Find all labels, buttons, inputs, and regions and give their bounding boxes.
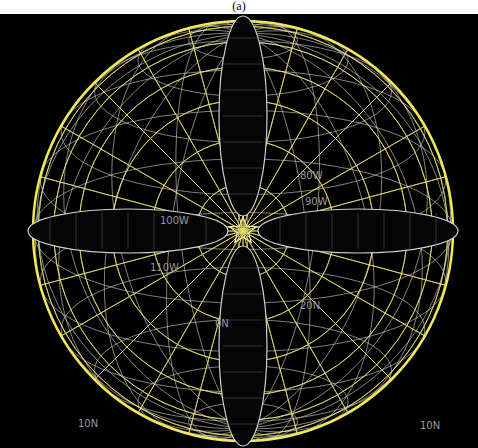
pattern-lobe [219, 16, 267, 216]
lobe-grid [76, 213, 77, 249]
pattern-lobe [258, 209, 458, 253]
lobe-grid [223, 64, 263, 65]
lobe-grid [206, 213, 207, 249]
lobe-grid [223, 168, 263, 169]
lobe-grid [154, 213, 155, 249]
longitude-label: 80W [300, 170, 323, 181]
latitude-label: 20N [300, 300, 320, 311]
figure-caption: (a) [232, 0, 245, 13]
lobe-grid [332, 213, 333, 249]
lobe-grid [436, 213, 437, 249]
lobe-grid [280, 213, 281, 249]
lobe-grid [223, 294, 263, 295]
lobe-grid [223, 372, 263, 373]
lobe-grid [223, 268, 263, 269]
lobe-grid [223, 194, 263, 195]
latitude-label: 10N [420, 420, 440, 431]
lobe-grid [358, 213, 359, 249]
pattern-lobe [219, 246, 267, 446]
longitude-label: 110W [150, 262, 179, 273]
lobe-grid [306, 213, 307, 249]
lobe-grid [223, 38, 263, 39]
lobe-grid [384, 213, 385, 249]
lobe-grid [223, 424, 263, 425]
lobe-grid [50, 213, 51, 249]
lobe-grid [223, 90, 263, 91]
lobe-grid [410, 213, 411, 249]
lobe-grid [223, 346, 263, 347]
lobe-grid [223, 398, 263, 399]
lobe-grid [223, 142, 263, 143]
lobe-grid [128, 213, 129, 249]
latitude-label: 10N [78, 418, 98, 429]
lobe-grid [223, 116, 263, 117]
latitude-label: 0N [215, 318, 229, 329]
pole-star [230, 217, 257, 242]
lobe-grid [102, 213, 103, 249]
longitude-label: 90W [305, 196, 328, 207]
pattern-lobe [28, 209, 228, 253]
longitude-label: 100W [160, 215, 189, 226]
lobe-grid [223, 320, 263, 321]
